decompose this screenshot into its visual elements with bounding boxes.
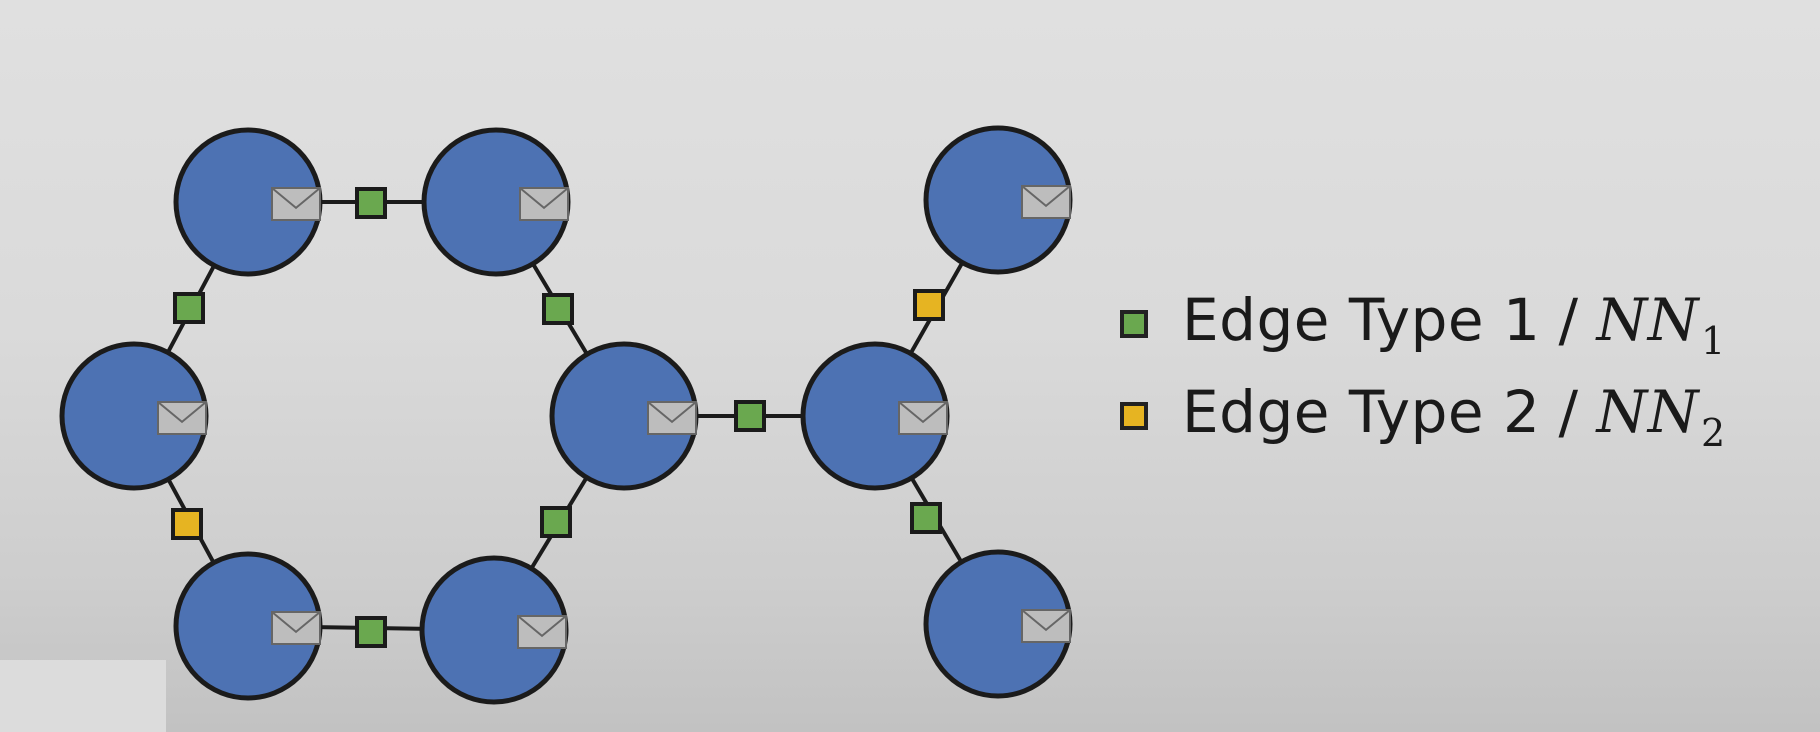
legend-item-edge-type-2: Edge Type 2/NN2: [1120, 370, 1726, 462]
graph-node: [173, 551, 323, 701]
edge-type-1-marker: [355, 616, 387, 648]
graph-node: [923, 549, 1073, 699]
envelope-icon: [1021, 609, 1071, 643]
edge-type-1-marker: [540, 506, 572, 538]
envelope-icon: [271, 611, 321, 645]
edge-type-1-marker: [542, 293, 574, 325]
legend-variable: NN: [1596, 377, 1700, 446]
graph-node: [421, 127, 571, 277]
envelope-icon: [271, 187, 321, 221]
graph-node: [419, 555, 569, 705]
edge-type-1-swatch: [1120, 310, 1148, 338]
graph-node: [173, 127, 323, 277]
graph-node: [549, 341, 699, 491]
legend-item-edge-type-1: Edge Type 1/NN1: [1120, 278, 1726, 370]
graph-node: [923, 125, 1073, 275]
edge-markers-layer: [171, 187, 945, 648]
legend-separator: /: [1558, 377, 1579, 446]
envelope-icon: [517, 615, 567, 649]
edge-type-1-marker: [734, 400, 766, 432]
edge-type-1-marker: [355, 187, 387, 219]
envelope-icon: [898, 401, 948, 435]
legend-subscript: 1: [1701, 318, 1726, 363]
edge-type-1-marker: [910, 502, 942, 534]
edge-type-2-marker: [171, 508, 203, 540]
nodes-layer: [59, 125, 1073, 705]
legend-separator: /: [1558, 285, 1579, 354]
legend-variable: NN: [1596, 285, 1700, 354]
edge-type-2-swatch: [1120, 402, 1148, 430]
legend-label: Edge Type 2: [1182, 377, 1541, 446]
envelope-icon: [647, 401, 697, 435]
legend: Edge Type 1/NN1 Edge Type 2/NN2: [1120, 278, 1726, 462]
edge-type-1-marker: [173, 292, 205, 324]
corner-overlay: [0, 660, 166, 732]
envelope-icon: [1021, 185, 1071, 219]
envelope-icon: [157, 401, 207, 435]
legend-subscript: 2: [1701, 410, 1726, 455]
edge-type-2-marker: [913, 289, 945, 321]
graph-node: [59, 341, 209, 491]
legend-label: Edge Type 1: [1182, 285, 1541, 354]
envelope-icon: [519, 187, 569, 221]
graph-node: [800, 341, 950, 491]
